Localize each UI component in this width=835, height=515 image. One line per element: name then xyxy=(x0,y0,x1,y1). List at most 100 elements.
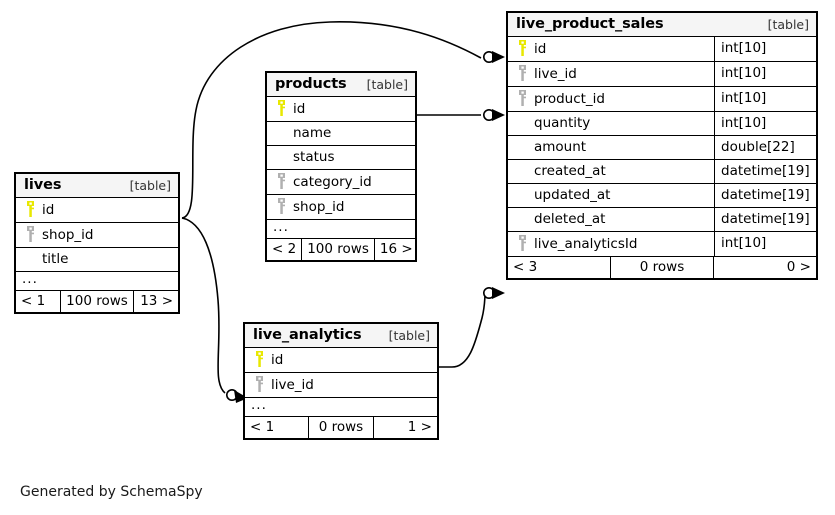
column-name-cell: quantity xyxy=(508,112,714,135)
column-type: int[10] xyxy=(714,37,816,61)
column-name-cell: id xyxy=(245,348,437,372)
column-name-cell: live_id xyxy=(245,373,437,397)
column-name: id xyxy=(271,351,284,368)
primary-key-icon xyxy=(514,40,530,57)
column-type: datetime[19] xyxy=(714,208,816,231)
table-column-row[interactable]: name xyxy=(267,121,415,145)
table-column-row[interactable]: live_id int[10] xyxy=(508,61,816,86)
column-type: int[10] xyxy=(714,62,816,86)
footer-next-link[interactable]: 13 > xyxy=(132,291,178,312)
footer-prev-link[interactable]: < 2 xyxy=(272,241,297,257)
table-column-row[interactable]: category_id xyxy=(267,169,415,194)
table-column-row[interactable]: product_id int[10] xyxy=(508,86,816,111)
edge-arrowhead xyxy=(492,51,505,63)
table-column-row[interactable]: id int[10] xyxy=(508,36,816,61)
footer-prev-link[interactable]: < 1 xyxy=(21,293,46,309)
diagram-caption: Generated by SchemaSpy xyxy=(20,484,203,500)
column-name: live_id xyxy=(534,65,577,82)
table-header-lives: lives[table] xyxy=(16,174,178,197)
table-column-row[interactable]: shop_id xyxy=(16,222,178,247)
column-name: id xyxy=(42,201,55,218)
column-name: live_id xyxy=(271,376,314,393)
table-column-row[interactable]: title xyxy=(16,247,178,271)
table-type-tag: [table] xyxy=(129,177,171,193)
column-name-cell: product_id xyxy=(508,87,714,111)
table-column-row[interactable]: amount double[22] xyxy=(508,135,816,159)
column-name: updated_at xyxy=(534,187,611,203)
column-name: shop_id xyxy=(42,226,94,243)
column-name-cell: title xyxy=(16,248,178,271)
column-name: category_id xyxy=(293,173,372,190)
foreign-key-icon xyxy=(514,235,530,252)
table-column-row[interactable]: status xyxy=(267,145,415,169)
column-name: deleted_at xyxy=(534,211,606,227)
footer-prev-link[interactable]: < 1 xyxy=(250,419,275,435)
column-name: title xyxy=(42,251,69,267)
edge-endpoint-circle xyxy=(482,286,495,299)
table-type-tag: [table] xyxy=(388,327,430,343)
edge-endpoint-circle xyxy=(482,109,495,122)
column-type: int[10] xyxy=(714,87,816,111)
foreign-key-icon xyxy=(273,173,289,190)
foreign-key-icon xyxy=(273,198,289,215)
table-column-row[interactable]: created_at datetime[19] xyxy=(508,159,816,183)
table-column-row[interactable]: id xyxy=(16,197,178,222)
column-name: status xyxy=(293,149,335,165)
edge-endpoint-circle xyxy=(226,388,239,401)
column-name: product_id xyxy=(534,90,605,107)
table-column-row[interactable]: deleted_at datetime[19] xyxy=(508,207,816,231)
table-column-row[interactable]: live_analyticsId int[10] xyxy=(508,231,816,256)
column-name-cell: id xyxy=(508,37,714,61)
column-name-cell: category_id xyxy=(267,170,415,194)
column-name-cell: shop_id xyxy=(16,223,178,247)
column-name-cell: shop_id xyxy=(267,195,415,219)
primary-key-icon xyxy=(22,201,38,218)
edge-lives-to-live-analytics xyxy=(181,217,226,394)
primary-key-icon xyxy=(251,351,267,368)
table-title: live_product_sales xyxy=(516,16,664,32)
table-column-row[interactable]: live_id xyxy=(245,372,437,397)
column-type: int[10] xyxy=(714,232,816,256)
footer-next-link[interactable]: 1 > xyxy=(372,417,437,438)
table-more-columns-row: ... xyxy=(245,397,437,416)
ellipsis-label: ... xyxy=(273,219,289,235)
column-name-cell: created_at xyxy=(508,160,714,183)
table-type-tag: [table] xyxy=(767,16,809,32)
footer-prev-link[interactable]: < 3 xyxy=(513,259,538,275)
column-name-cell: id xyxy=(16,198,178,222)
column-name-cell: live_id xyxy=(508,62,714,86)
footer-next-link[interactable]: 16 > xyxy=(373,239,418,260)
column-type: double[22] xyxy=(714,136,816,159)
column-name: amount xyxy=(534,139,587,155)
foreign-key-icon xyxy=(514,90,530,107)
footer-row-count: 100 rows xyxy=(301,239,374,260)
footer-next-link[interactable]: 0 > xyxy=(713,257,816,278)
column-name-cell: amount xyxy=(508,136,714,159)
table-header-live-analytics: live_analytics[table] xyxy=(245,324,437,347)
footer-row-count: 100 rows xyxy=(60,291,133,312)
table-type-tag: [table] xyxy=(366,76,408,92)
table-column-row[interactable]: id xyxy=(267,96,415,121)
table-column-row[interactable]: id xyxy=(245,347,437,372)
column-name-cell: status xyxy=(267,146,415,169)
footer-row-count: 0 rows xyxy=(610,257,713,278)
column-name: created_at xyxy=(534,163,606,179)
column-name: id xyxy=(534,40,547,57)
column-name: live_analyticsId xyxy=(534,235,638,252)
column-type: datetime[19] xyxy=(714,160,816,183)
column-name-cell: live_analyticsId xyxy=(508,232,714,256)
table-header-live-product-sales: live_product_sales [table] xyxy=(508,13,816,36)
edge-arrowhead xyxy=(492,287,505,299)
table-column-row[interactable]: shop_id xyxy=(267,194,415,219)
column-name-cell: id xyxy=(267,97,415,121)
